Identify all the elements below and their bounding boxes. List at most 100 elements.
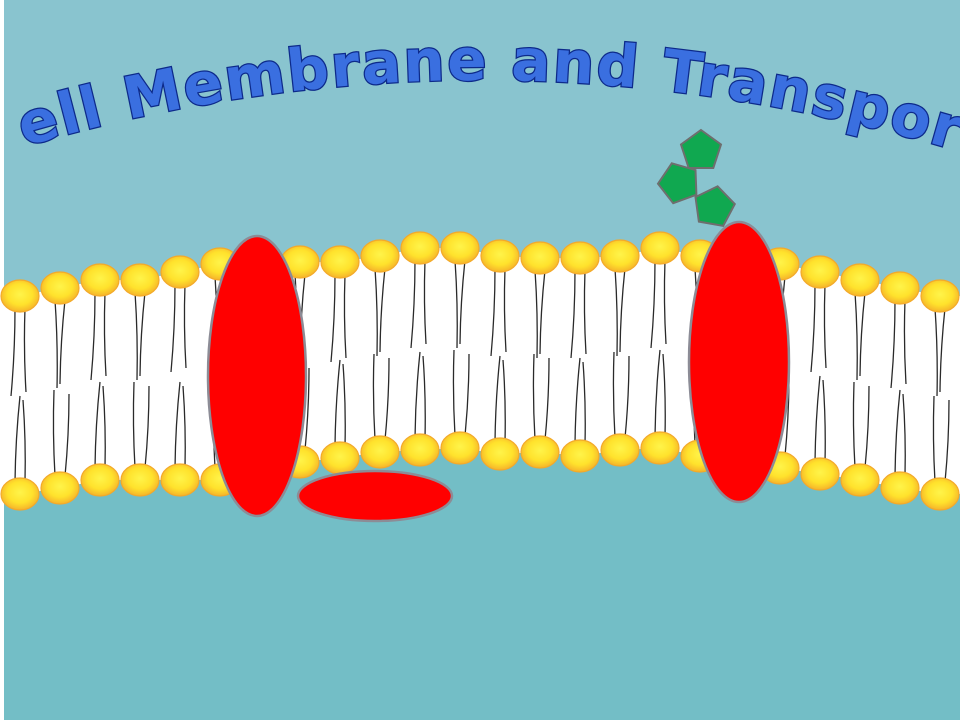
lipid-tail	[544, 357, 550, 441]
phosphate-head	[40, 271, 80, 305]
phosphate-head	[480, 239, 520, 273]
lipid-tail	[663, 259, 667, 345]
phosphate-head	[840, 463, 880, 497]
phosphate-head	[600, 433, 640, 467]
signal-molecule-pentagon	[656, 162, 698, 205]
lipid-tail	[342, 363, 346, 447]
lipid-tail	[132, 381, 136, 469]
phosphate-head	[320, 441, 360, 475]
phosphate-head	[880, 271, 920, 305]
lipid-tail	[464, 353, 470, 437]
phosphate-head	[160, 255, 200, 289]
lipid-tail	[854, 291, 858, 381]
phosphate-head	[120, 263, 160, 297]
lipid-tail	[612, 351, 616, 439]
phosphate-head	[560, 439, 600, 473]
lipid-tail	[490, 267, 496, 357]
lipid-tail	[582, 361, 586, 445]
lipid-tail	[423, 259, 427, 345]
lipid-tail	[619, 267, 626, 353]
lipid-tail	[650, 259, 656, 349]
lipid-tail	[823, 283, 827, 369]
lipid-tail	[894, 389, 901, 477]
lipid-tail	[64, 393, 70, 477]
lipid-tail	[103, 291, 107, 377]
lipid-tail	[454, 259, 458, 349]
lipid-tail	[94, 381, 101, 469]
lipid-tail	[534, 269, 538, 359]
lipid-tail	[654, 349, 661, 437]
phosphate-head	[600, 239, 640, 273]
lipid-tail	[814, 375, 821, 463]
phosphate-head	[840, 263, 880, 297]
lipid-tail	[102, 385, 106, 469]
phosphate-head	[640, 431, 680, 465]
lipid-tail	[503, 267, 507, 353]
lipid-tail	[864, 385, 870, 469]
lipid-tail	[810, 283, 816, 373]
lipid-tail	[570, 269, 576, 359]
lipid-tail	[494, 355, 501, 443]
phosphate-head	[560, 241, 600, 275]
phosphate-head	[440, 431, 480, 465]
lipid-tail	[379, 267, 386, 353]
lipid-tail	[22, 399, 26, 483]
lipid-tail	[183, 283, 187, 369]
lipid-tail	[144, 385, 150, 469]
phosphate-head	[80, 463, 120, 497]
lipid-tail	[662, 353, 666, 437]
phosphate-head	[920, 279, 960, 313]
lipid-tail	[182, 385, 186, 469]
lipid-tail	[574, 357, 581, 445]
lipid-tail	[304, 367, 310, 451]
lipid-tail	[59, 299, 66, 385]
lipid-tail	[134, 291, 138, 381]
signal-molecule-pentagon	[694, 185, 737, 228]
lipid-tail	[14, 395, 21, 483]
phosphate-head	[640, 231, 680, 265]
lipid-tail	[23, 307, 27, 393]
lipid-tail	[452, 349, 456, 437]
lipid-tail	[410, 259, 416, 349]
lipid-tail	[614, 267, 618, 357]
phosphate-head	[800, 457, 840, 491]
lipid-tail	[902, 393, 906, 477]
lipid-tail	[934, 307, 938, 397]
peripheral-protein	[296, 469, 454, 523]
lipid-tail	[54, 299, 58, 389]
lipid-tail	[852, 381, 856, 469]
lipid-tail	[414, 351, 421, 439]
channel-protein-left	[206, 234, 308, 518]
lipid-tail	[170, 283, 176, 373]
phosphate-head	[520, 435, 560, 469]
phosphate-head	[880, 471, 920, 505]
phosphate-head	[800, 255, 840, 289]
lipid-tail	[52, 389, 56, 477]
signal-molecules	[656, 128, 737, 228]
lipid-tail	[139, 291, 146, 377]
lipid-tail	[343, 273, 347, 359]
lipid-tail	[859, 291, 866, 377]
lipid-tail	[583, 269, 587, 355]
lipid-tail	[502, 359, 506, 443]
phosphate-head	[520, 241, 560, 275]
phosphate-head	[40, 471, 80, 505]
lipid-tail	[944, 399, 950, 483]
intracellular-background	[0, 440, 960, 720]
lipid-tail	[422, 355, 426, 439]
lipid-tail	[374, 267, 378, 357]
lipid-tail	[903, 299, 907, 385]
lipid-tail	[822, 379, 826, 463]
lipid-tail	[939, 307, 946, 393]
lipid-tail	[334, 359, 341, 447]
lipid-tail	[532, 353, 536, 441]
lipid-tail	[932, 395, 936, 483]
phosphate-head	[320, 245, 360, 279]
lipid-tail	[174, 381, 181, 469]
lipid-tail	[10, 307, 16, 397]
lipid-tail	[539, 269, 546, 355]
signal-molecule-pentagon	[679, 128, 723, 169]
phosphate-head	[360, 239, 400, 273]
